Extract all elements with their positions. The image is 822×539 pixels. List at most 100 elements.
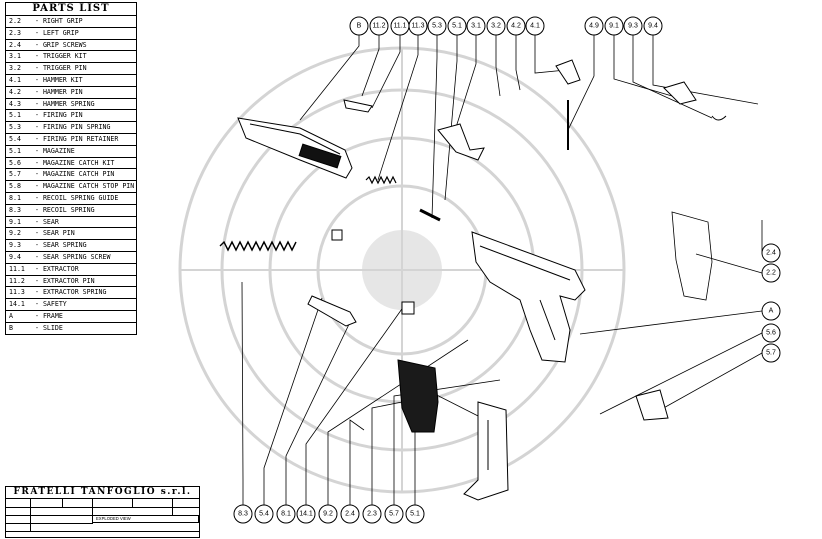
grip-panel-part [397, 359, 439, 433]
part-name: - RECOIL SPRING GUIDE [35, 193, 119, 202]
slide-part [237, 117, 353, 179]
part-code: 11.2 [9, 276, 25, 285]
tb-cell [172, 507, 200, 516]
callout-circle [427, 16, 447, 36]
parts-list-row: 3.2- TRIGGER PIN [6, 63, 136, 75]
callout-label: 14.1 [299, 511, 313, 518]
leader-line [495, 35, 501, 97]
callout: 11.3 [408, 16, 428, 36]
callout: 8.1 [276, 504, 296, 524]
leader-line [305, 305, 405, 505]
callout: 11.1 [390, 16, 410, 36]
part-name: - SAFETY [35, 300, 67, 309]
callout-circle [233, 504, 253, 524]
leader-line [652, 35, 759, 105]
callout-label: 3.1 [471, 23, 481, 30]
part-name: - FIRING PIN SPRING [35, 123, 111, 132]
leader-line [393, 379, 501, 505]
parts-list-row: A- FRAME [6, 311, 136, 323]
part-code: 11.3 [9, 288, 25, 297]
title-block: FRATELLI TANFOGLIO s.r.l. EXPLODED VIEW [5, 486, 200, 538]
parts-list-row: 5.1 - FIRING PIN [6, 110, 136, 123]
leader-line [371, 399, 413, 505]
tb-cell [6, 523, 31, 532]
callout: 5.3 [427, 16, 447, 36]
tb-cell [30, 507, 93, 516]
part-name: - RIGHT GRIP [35, 17, 83, 25]
part-name: - SEAR [35, 217, 59, 226]
part-code: 4.2 [9, 87, 21, 96]
callout-label: B [357, 23, 362, 30]
callout-circle [447, 16, 467, 36]
part-name: - FRAME [35, 311, 63, 320]
parts-list-row: 4.3- HAMMER SPRING [6, 99, 136, 111]
part-code: 8.1 [9, 193, 21, 202]
leader-line [431, 35, 438, 219]
tb-cell [6, 499, 31, 508]
part-code: 4.3 [9, 99, 21, 108]
parts-list-row: 5.3- FIRING PIN SPRING [6, 122, 136, 134]
parts-list-row: B- SLIDE [6, 323, 136, 334]
part-code: 5.1 [9, 111, 21, 120]
callout-label: 8.1 [281, 511, 291, 518]
parts-list-row: 2.3 - LEFT GRIP [6, 28, 136, 40]
part-code: 5.4 [9, 134, 21, 143]
leader-line [599, 332, 763, 415]
callout-label: 2.2 [766, 270, 776, 277]
part-code: 11.1 [9, 264, 25, 273]
parts-list-row: 8.1 - RECOIL SPRING GUIDE [6, 193, 136, 205]
part-code: 5.8 [9, 182, 21, 191]
leader-line [451, 35, 477, 141]
callout-circle [408, 16, 428, 36]
part-name: - TRIGGER KIT [35, 52, 87, 61]
leader-lines [241, 35, 763, 505]
callout: 14.1 [296, 504, 316, 524]
parts-list-row: 11.1- EXTRACTOR [6, 264, 136, 276]
part-code: 3.2 [9, 64, 21, 73]
leader-line [285, 317, 353, 505]
parts-list-row: 2.2- RIGHT GRIP [6, 16, 136, 28]
parts-list-row: 11.3 - EXTRACTOR SPRING [6, 287, 136, 300]
callout-label: 9.3 [628, 23, 638, 30]
callout-label: 5.1 [452, 23, 462, 30]
part-code: 9.1 [9, 217, 21, 226]
callout: 5.1 [405, 504, 425, 524]
part-name: - MAGAZINE CATCH STOP PIN [35, 182, 135, 191]
callout-circle [486, 16, 506, 36]
parts-list-row: 9.4- SEAR SPRING SCREW [6, 252, 136, 264]
part-code: 5.1 [9, 146, 21, 155]
callout-circle [362, 504, 382, 524]
company-name: FRATELLI TANFOGLIO s.r.l. [6, 487, 199, 499]
callout-label: 9.1 [609, 23, 619, 30]
parts-list-row: 5.7- MAGAZINE CATCH PIN [6, 169, 136, 182]
callout-label: 4.9 [589, 23, 599, 30]
recoil-spring-part [219, 240, 297, 252]
callout-label: 11.3 [411, 23, 424, 30]
hammer-part [555, 59, 581, 150]
part-name: - MAGAZINE CATCH PIN [35, 170, 115, 179]
part-name: - SLIDE [35, 323, 63, 332]
part-name: - GRIP SCREWS [35, 40, 87, 49]
callout-circle [276, 504, 296, 524]
callout-label: 5.4 [259, 511, 269, 518]
parts-list-row: 14.1- SAFETY [6, 299, 136, 311]
part-code: 2.3 [9, 28, 21, 37]
callout: 9.1 [604, 16, 624, 36]
parts-list-row: 5.8 - MAGAZINE CATCH STOP PIN [6, 181, 136, 193]
frame-part [471, 231, 586, 363]
leader-line [567, 35, 595, 131]
parts-list-row: 9.1 - SEAR [6, 217, 136, 229]
part-code: 4.1 [9, 75, 21, 84]
part-name: - SEAR SPRING SCREW [35, 252, 111, 261]
callout-circle [384, 504, 404, 524]
callout: 5.7 [384, 504, 404, 524]
part-name: - LEFT GRIP [35, 28, 79, 37]
part-name: - HAMMER PIN [35, 87, 83, 96]
part-name: - EXTRACTOR SPRING [35, 288, 107, 297]
leader-line [632, 35, 713, 119]
part-name: - FIRING PIN [35, 111, 83, 120]
tb-cell [30, 515, 93, 524]
callout-label: 3.2 [491, 23, 501, 30]
